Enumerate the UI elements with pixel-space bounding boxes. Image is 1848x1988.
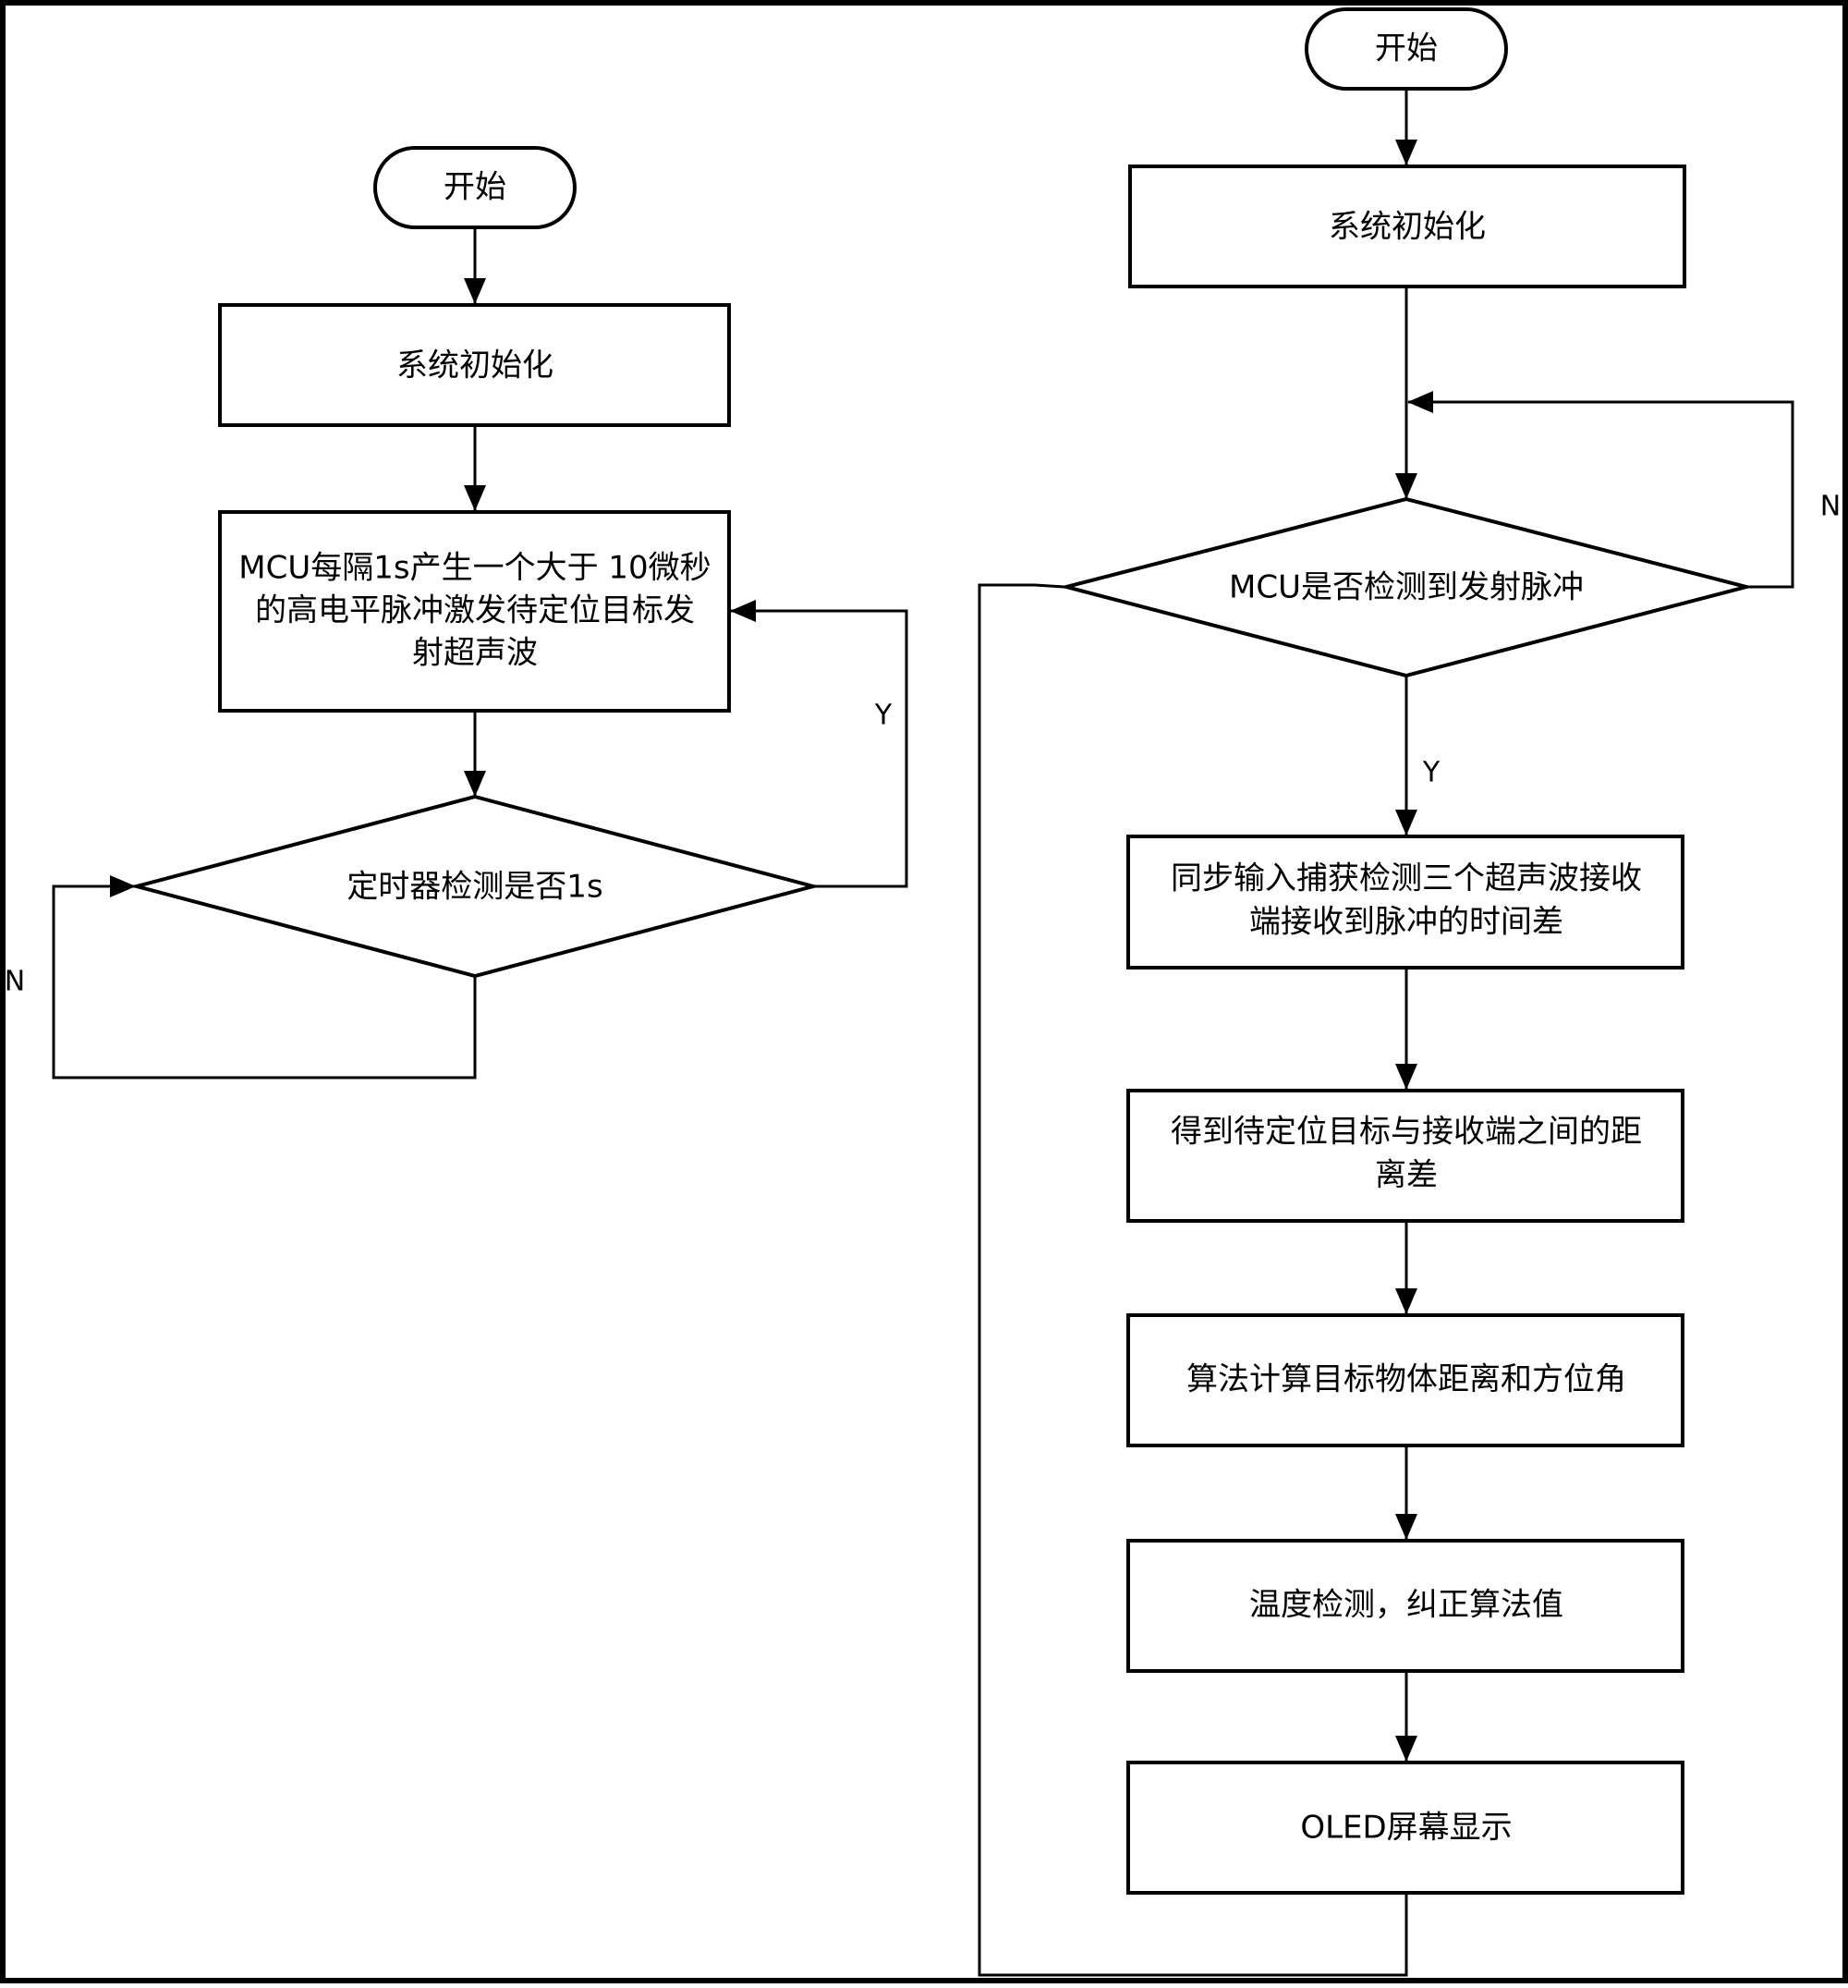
- left-emit-line-3: 射超声波: [412, 635, 538, 672]
- left-yes-loop: [730, 600, 908, 888]
- left-emit-line-1: MCU每隔1s产生一个大于 10微秒: [238, 550, 711, 587]
- right-display-box: [1126, 1761, 1684, 1895]
- left-init-label: 系统初始化: [396, 348, 553, 384]
- right-init-box: [1128, 165, 1686, 288]
- right-distance-line-1: 得到待定位目标与接收端之间的距: [1171, 1114, 1642, 1151]
- right-yes-label: Y: [1422, 757, 1441, 789]
- right-temperature-box: [1126, 1539, 1684, 1673]
- left-decision-label: 定时器检测是否1s: [346, 869, 602, 906]
- left-yes-label: Y: [874, 700, 893, 732]
- right-start-label: 开始: [1375, 30, 1438, 67]
- left-start-label: 开始: [444, 169, 506, 206]
- left-no-loop: [52, 875, 477, 1079]
- right-temperature-label: 温度检测，纠正算法值: [1249, 1587, 1563, 1624]
- right-capture-line-1: 同步输入捕获检测三个超声波接收: [1171, 860, 1642, 897]
- left-flowchart: 开始 系统初始化 MCU每隔1s产生一个大于 10微秒 的高电平脉冲激发待定位目…: [5, 146, 908, 1079]
- right-display-label: OLED屏幕显示: [1300, 1810, 1512, 1847]
- right-no-loop: [1407, 391, 1794, 589]
- right-no-label: N: [1820, 491, 1841, 523]
- right-flowchart: 开始 系统初始化 MCU是否检测到发射脉冲 N Y 同步输入捕获检测三个超声波接…: [978, 7, 1841, 1977]
- right-capture-box: [1126, 835, 1684, 970]
- right-decision-label: MCU是否检测到发射脉冲: [1229, 569, 1584, 606]
- left-init-box: [218, 303, 731, 427]
- left-no-label: N: [5, 966, 25, 998]
- left-emit-line-2: 的高电平脉冲激发待定位目标发: [255, 592, 695, 629]
- right-distance-line-2: 离差: [1375, 1157, 1438, 1194]
- right-distance-box: [1126, 1089, 1684, 1223]
- right-return-loop: [978, 583, 1408, 1977]
- right-capture-line-2: 端接收到脉冲的时间差: [1249, 904, 1563, 941]
- right-compute-label: 算法计算目标物体距离和方位角: [1186, 1361, 1626, 1398]
- right-init-label: 系统初始化: [1329, 209, 1486, 246]
